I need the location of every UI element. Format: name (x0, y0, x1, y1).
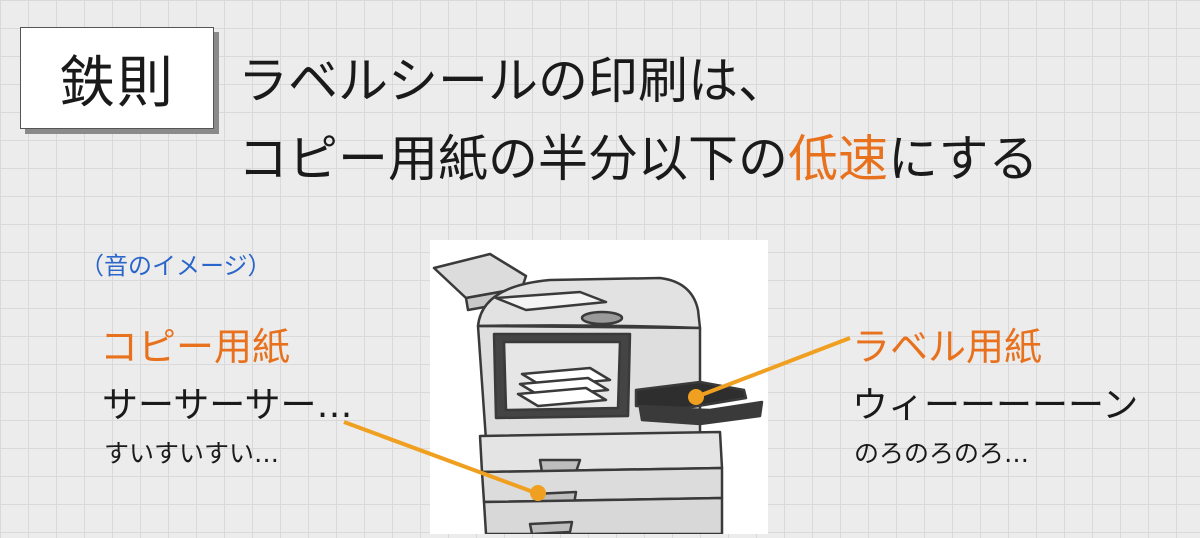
rule-badge: 鉄則 (20, 27, 214, 129)
headline-line-2-prefix: コピー用紙の半分以下の (238, 130, 788, 188)
headline-line-2: コピー用紙の半分以下の低速にする (238, 120, 1039, 198)
headline: ラベルシールの印刷は、 コピー用紙の半分以下の低速にする (238, 42, 1039, 198)
copy-machine-icon (432, 252, 764, 536)
rule-badge-label: 鉄則 (59, 50, 175, 116)
copy-paper-sound: サーサーサー… (102, 385, 353, 426)
label-paper-label: ラベル用紙 (852, 325, 1043, 369)
headline-line-2-suffix: にする (888, 130, 1039, 188)
headline-accent-slow: 低速 (788, 130, 888, 188)
copy-paper-label: コピー用紙 (100, 325, 291, 369)
sound-image-note: （音のイメージ） (80, 252, 272, 280)
copy-machine-illustration (430, 240, 768, 536)
copy-paper-feel: すいすいすい… (104, 439, 280, 468)
headline-line-1: ラベルシールの印刷は、 (238, 52, 788, 110)
label-paper-sound: ウィーーーーーン (852, 385, 1139, 426)
label-paper-feel: のろのろのろ… (854, 439, 1030, 468)
